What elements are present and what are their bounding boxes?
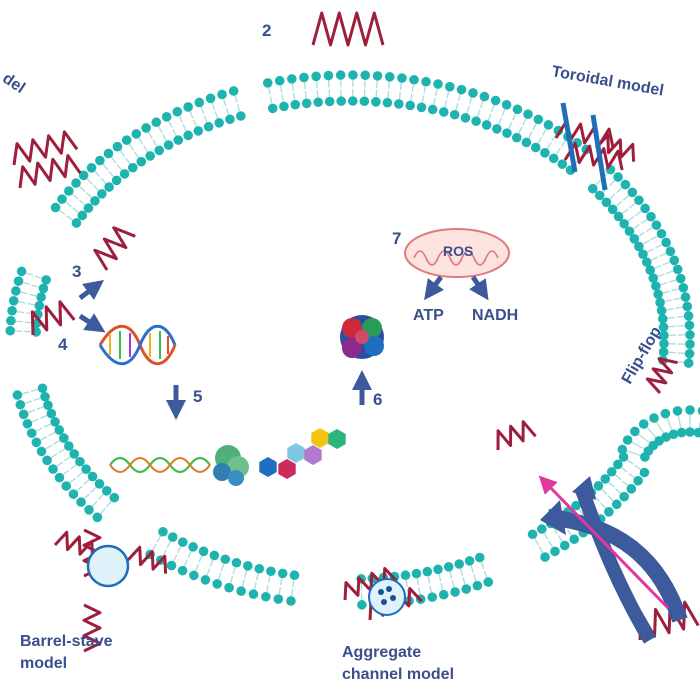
magenta-arrow	[538, 475, 670, 610]
peptide-barrel-right	[126, 545, 168, 574]
barrel-stave-label-1: Barrel-stave	[20, 633, 113, 650]
membrane-top	[262, 70, 591, 175]
amino-acid-hexagon	[278, 459, 296, 479]
step-6-label: 6	[373, 390, 382, 409]
membrane-right	[587, 164, 695, 368]
flip-flop-arrows	[538, 475, 688, 644]
step-5-label: 5	[193, 387, 202, 406]
nadh-label: NADH	[472, 307, 518, 324]
left-model-label: del	[0, 70, 28, 97]
membrane-left	[12, 383, 120, 523]
peptide-toroidal-2	[563, 142, 624, 171]
peptide-toroidal-3	[594, 133, 636, 162]
aggregate-label-1: Aggregate	[342, 644, 421, 661]
amino-acid-hexagon	[328, 429, 346, 449]
atp-label: ATP	[413, 307, 444, 324]
mitochondrion-icon	[404, 228, 510, 278]
peptide-step3-a	[30, 300, 76, 336]
peptide-left-1	[12, 130, 79, 166]
ros-label: ROS	[443, 243, 473, 259]
cell-membrane	[5, 70, 700, 610]
aggregate-label-2: channel model	[342, 666, 454, 683]
protein-icon	[340, 315, 384, 359]
peptide-barrel-left	[53, 530, 95, 559]
amino-acid-chain	[259, 428, 346, 479]
barrel-stave-label-2: model	[20, 655, 67, 672]
step-7-label: 7	[392, 229, 401, 248]
barrel-stave-pore	[86, 544, 130, 588]
arrow-step-3-down	[78, 313, 106, 333]
flip-flop-membrane	[617, 405, 700, 462]
arrow-step-3-up	[78, 280, 104, 300]
arrow-to-atp	[424, 275, 444, 301]
step-2-label: 2	[262, 21, 271, 40]
step-3-label: 3	[72, 262, 81, 281]
membrane-bottom-left	[145, 526, 300, 606]
peptide-flip-flop	[645, 357, 678, 395]
amino-acid-hexagon	[259, 457, 277, 477]
membrane-top-left	[50, 86, 246, 228]
toroidal-pore	[560, 102, 608, 191]
arrow-to-nadh	[469, 275, 489, 301]
step-4-label: 4	[58, 335, 68, 354]
toroidal-model-label: Toroidal model	[550, 63, 665, 99]
amino-acid-hexagon	[311, 428, 329, 448]
peptide-left-2	[18, 153, 82, 189]
peptide-translocated	[496, 420, 537, 451]
mrna-ribosome-icon	[109, 445, 249, 486]
flip-flop-label: Flip-flop	[619, 324, 665, 387]
aggregate-channel-pore	[368, 578, 406, 616]
pathway-arrows	[78, 275, 489, 420]
peptide-step3-b	[93, 226, 136, 271]
dna-helix-icon	[98, 324, 177, 366]
peptide-barrel-bottom	[82, 603, 102, 653]
amino-acid-hexagon	[304, 445, 322, 465]
peptide-top	[311, 11, 385, 47]
amino-acid-hexagon	[287, 443, 305, 463]
